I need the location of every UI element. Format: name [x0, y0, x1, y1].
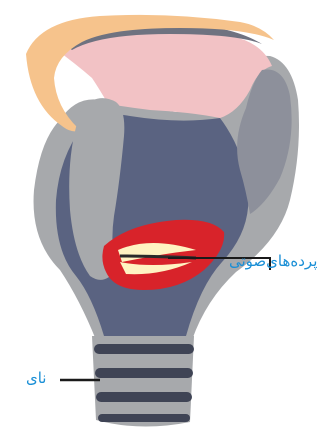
- trachea-ring: [96, 392, 192, 402]
- trachea-rings: [92, 336, 194, 427]
- vocal-cords-label: پرده‌های‌صوتی: [229, 254, 317, 269]
- trachea-ring: [95, 368, 193, 378]
- trachea-ring: [98, 414, 190, 422]
- trachea-label: نای: [26, 371, 47, 386]
- trachea-ring: [94, 344, 194, 354]
